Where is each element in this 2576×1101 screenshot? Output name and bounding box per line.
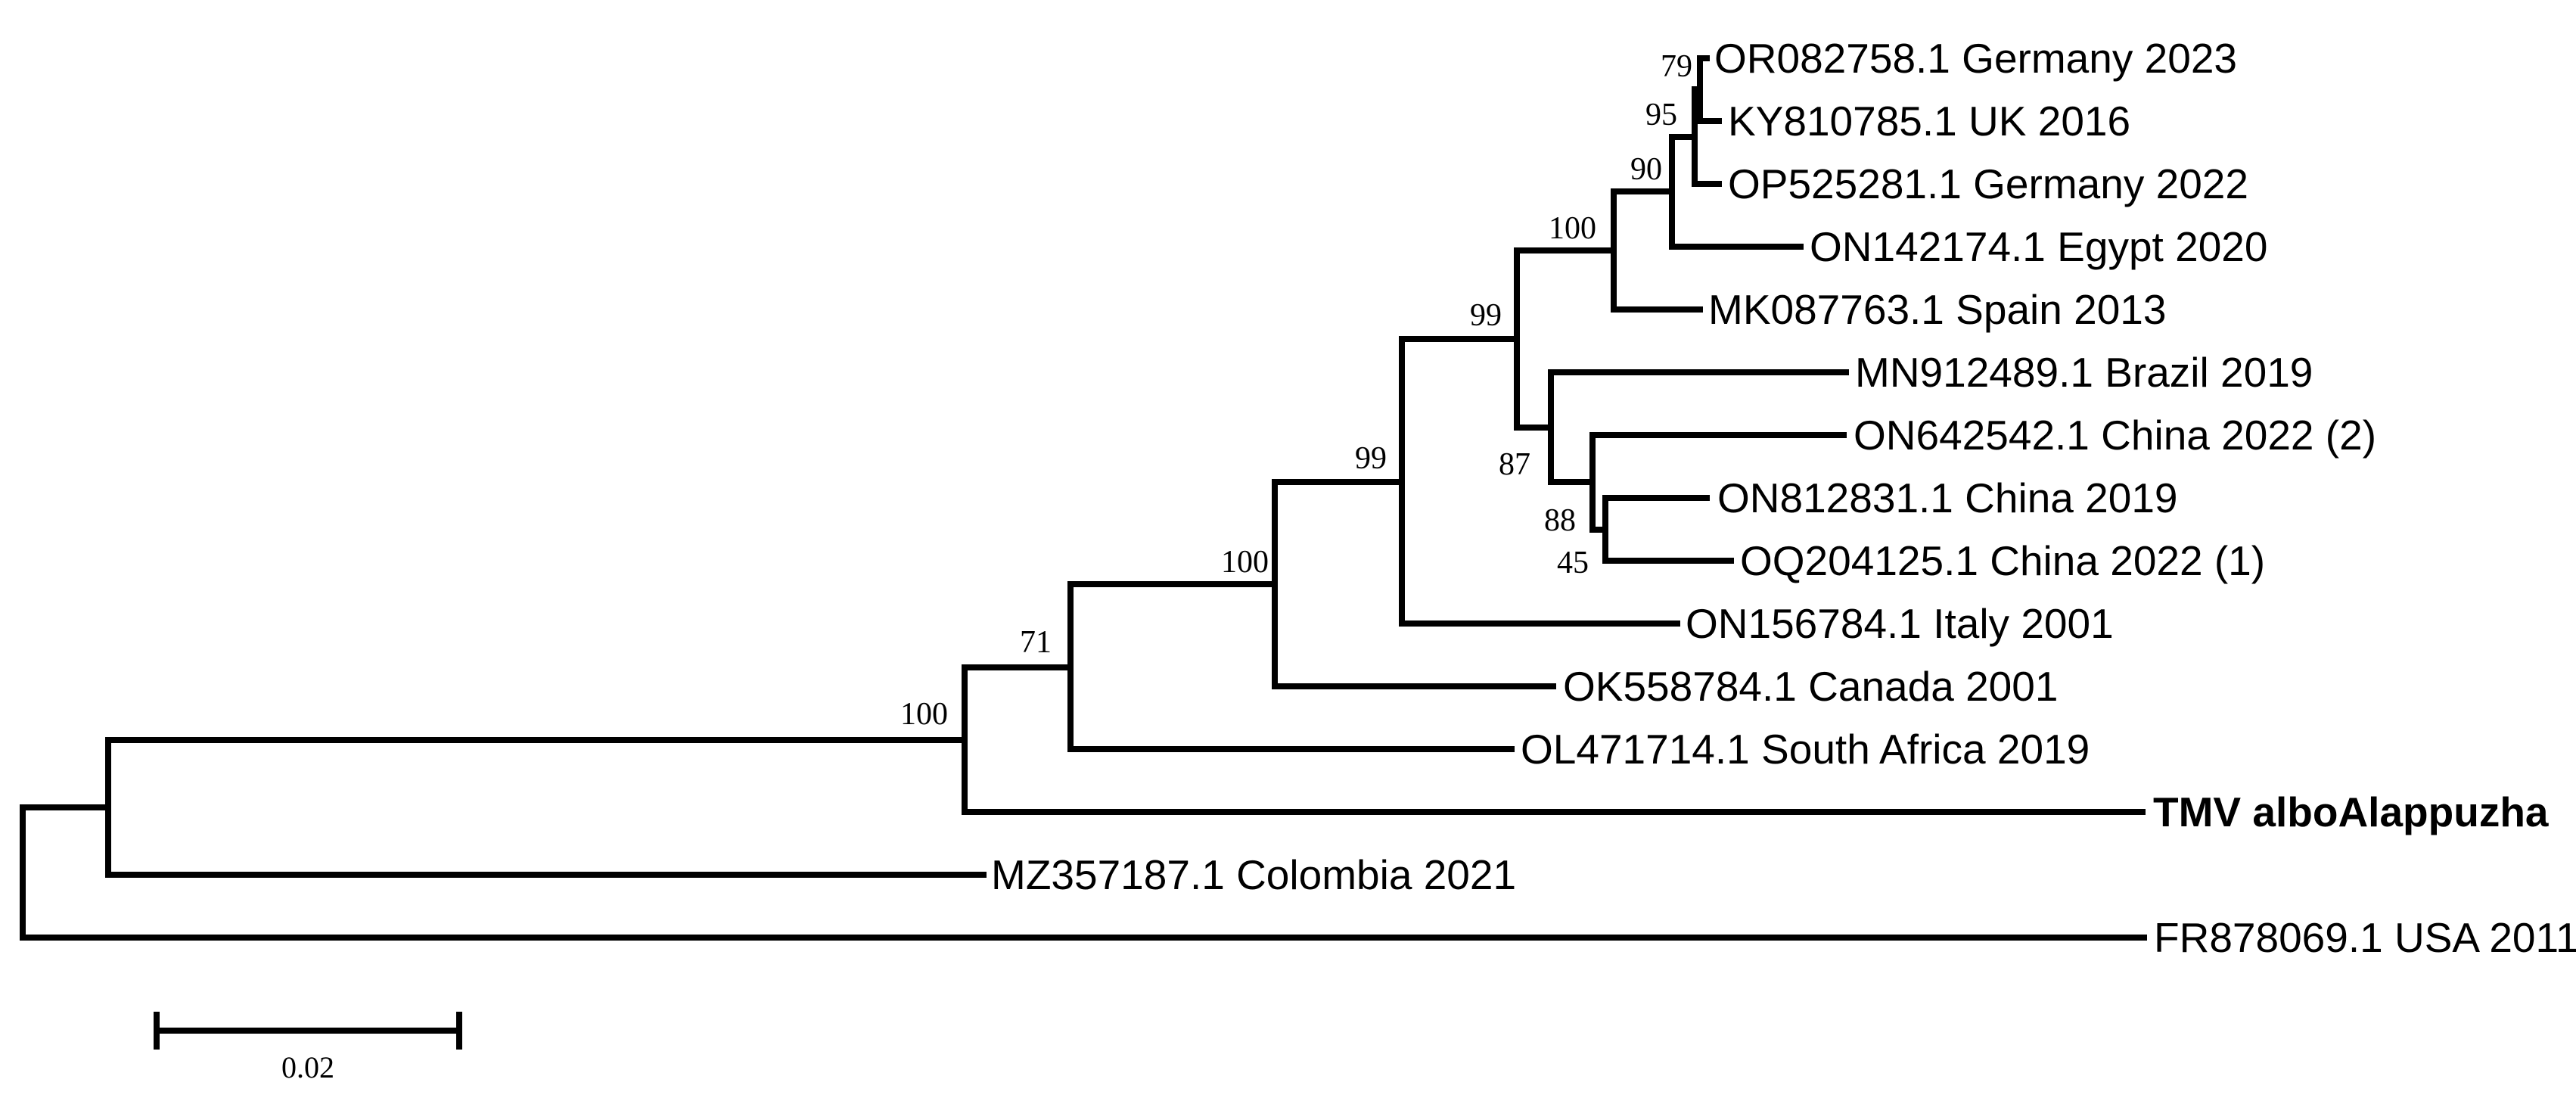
bootstrap-value: 100 bbox=[1549, 211, 1596, 246]
bootstrap-value: 100 bbox=[1221, 545, 1269, 580]
taxon-label: OQ204125.1 China 2022 (1) bbox=[1740, 537, 2265, 584]
scale-bar-label: 0.02 bbox=[281, 1050, 334, 1084]
bootstrap-value: 99 bbox=[1470, 298, 1502, 333]
taxon-label: OP525281.1 Germany 2022 bbox=[1728, 160, 2248, 207]
taxon-label: TMV alboAlappuzha bbox=[2153, 788, 2549, 835]
taxon-label: FR878069.1 USA 2011 bbox=[2154, 914, 2576, 961]
taxon-label: MN912489.1 Brazil 2019 bbox=[1855, 349, 2313, 396]
bootstrap-value: 71 bbox=[1020, 625, 1052, 660]
taxon-label: MK087763.1 Spain 2013 bbox=[1708, 286, 2166, 333]
bootstrap-value: 100 bbox=[900, 697, 948, 732]
bootstrap-value: 88 bbox=[1544, 503, 1576, 538]
taxon-label: ON642542.1 China 2022 (2) bbox=[1854, 412, 2376, 459]
bootstrap-value: 90 bbox=[1630, 152, 1662, 187]
taxon-label: OR082758.1 Germany 2023 bbox=[1714, 35, 2237, 82]
bootstrap-value: 95 bbox=[1645, 98, 1677, 132]
bootstrap-value: 87 bbox=[1499, 447, 1530, 482]
taxon-label: OL471714.1 South Africa 2019 bbox=[1521, 726, 2090, 773]
taxon-label: MZ357187.1 Colombia 2021 bbox=[991, 851, 1516, 898]
taxon-label: ON812831.1 China 2019 bbox=[1717, 474, 2178, 521]
taxon-label: ON142174.1 Egypt 2020 bbox=[1810, 223, 2267, 270]
bootstrap-value: 45 bbox=[1557, 546, 1589, 580]
bootstrap-value: 79 bbox=[1661, 49, 1692, 84]
bootstrap-value: 99 bbox=[1355, 441, 1387, 476]
taxon-label: ON156784.1 Italy 2001 bbox=[1686, 600, 2114, 647]
taxon-label: OK558784.1 Canada 2001 bbox=[1563, 663, 2058, 710]
taxon-label: KY810785.1 UK 2016 bbox=[1728, 98, 2130, 145]
